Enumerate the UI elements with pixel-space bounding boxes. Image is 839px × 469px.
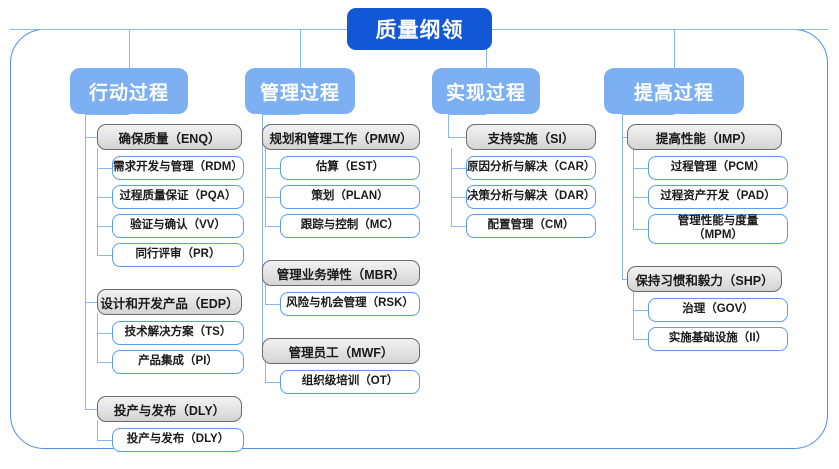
leaf-connector-1-1-1 — [97, 168, 112, 170]
leaf-策划-plan[interactable]: 策划（PLAN） — [280, 185, 420, 209]
leaf-spine-3-1 — [451, 148, 453, 226]
leaf-spine-2-1 — [265, 148, 267, 226]
group-提高性能-imp[interactable]: 提高性能（IMP） — [627, 124, 782, 150]
group-connector-1-3 — [85, 409, 97, 411]
leaf-connector-1-1-4 — [97, 255, 112, 257]
leaf-配置管理-cm[interactable]: 配置管理（CM） — [466, 214, 596, 238]
leaf-connector-3-1-3 — [451, 226, 466, 228]
group-connector-1-1 — [85, 137, 97, 139]
column-drop-1 — [129, 29, 131, 68]
leaf-组织级培训-ot[interactable]: 组织级培训（OT） — [280, 370, 420, 394]
leaf-connector-4-1-1 — [633, 168, 648, 170]
column-header-提高过程[interactable]: 提高过程 — [604, 68, 744, 114]
leaf-connector-2-1-2 — [265, 197, 280, 199]
column-spine-4 — [622, 114, 624, 279]
leaf-投产与发布-dly[interactable]: 投产与发布（DLY） — [112, 428, 244, 452]
group-connector-1-2 — [85, 302, 97, 304]
leaf-风险与机会管理-rsk[interactable]: 风险与机会管理（RSK） — [280, 292, 420, 316]
leaf-过程质量保证-pqa[interactable]: 过程质量保证（PQA） — [112, 185, 244, 209]
root-node-quality-program[interactable]: 质量纲领 — [347, 8, 492, 50]
column-header-行动过程[interactable]: 行动过程 — [70, 68, 188, 114]
group-规划和管理工作-pmw[interactable]: 规划和管理工作（PMW） — [262, 124, 420, 150]
leaf-决策分析与解决-dar[interactable]: 决策分析与解决（DAR） — [466, 185, 596, 209]
leaf-过程资产开发-pad[interactable]: 过程资产开发（PAD） — [648, 185, 788, 209]
group-保持习惯和毅力-shp[interactable]: 保持习惯和毅力（SHP） — [627, 266, 782, 292]
leaf-connector-2-3-1 — [265, 382, 280, 384]
leaf-connector-1-3-1 — [97, 440, 112, 442]
group-设计和开发产品-edp[interactable]: 设计和开发产品（EDP） — [97, 289, 242, 315]
leaf-connector-4-1-3 — [633, 229, 648, 231]
column-spine-2 — [262, 114, 264, 351]
leaf-验证与确认-vv[interactable]: 验证与确认（VV） — [112, 214, 244, 238]
leaf-技术解决方案-ts[interactable]: 技术解决方案（TS） — [112, 321, 244, 345]
leaf-spine-1-1 — [97, 148, 99, 255]
leaf-跟踪与控制-mc[interactable]: 跟踪与控制（MC） — [280, 214, 420, 238]
leaf-spine-2-2 — [265, 284, 267, 304]
leaf-管理性能与度量-mpm[interactable]: 管理性能与度量（MPM） — [648, 214, 788, 244]
leaf-需求开发与管理-rdm[interactable]: 需求开发与管理（RDM） — [112, 156, 244, 180]
leaf-spine-4-1 — [633, 148, 635, 229]
leaf-过程管理-pcm[interactable]: 过程管理（PCM） — [648, 156, 788, 180]
leaf-同行评审-pr[interactable]: 同行评审（PR） — [112, 243, 244, 267]
group-确保质量-enq[interactable]: 确保质量（ENQ） — [97, 124, 242, 150]
leaf-connector-1-2-2 — [97, 362, 112, 364]
leaf-connector-4-2-2 — [633, 339, 648, 341]
leaf-实施基础设施-ii[interactable]: 实施基础设施（II） — [648, 327, 788, 351]
column-header-管理过程[interactable]: 管理过程 — [245, 68, 355, 114]
column-elbow-4 — [622, 114, 674, 116]
group-投产与发布-dly[interactable]: 投产与发布（DLY） — [97, 396, 242, 422]
group-管理员工-mwf[interactable]: 管理员工（MWF） — [262, 338, 420, 364]
group-connector-4-2 — [622, 279, 627, 281]
group-connector-3-1 — [448, 137, 466, 139]
leaf-connector-2-1-3 — [265, 226, 280, 228]
leaf-connector-2-2-1 — [265, 304, 280, 306]
leaf-原因分析与解决-car[interactable]: 原因分析与解决（CAR） — [466, 156, 596, 180]
leaf-spine-2-3 — [265, 362, 267, 382]
column-spine-1 — [85, 114, 87, 409]
leaf-connector-3-1-1 — [451, 168, 466, 170]
leaf-spine-4-2 — [633, 290, 635, 339]
leaf-治理-gov[interactable]: 治理（GOV） — [648, 298, 788, 322]
leaf-connector-3-1-2 — [451, 197, 466, 199]
column-spine-3 — [448, 114, 450, 137]
column-drop-4 — [674, 29, 676, 68]
root-rail-left — [10, 29, 347, 31]
leaf-connector-1-2-1 — [97, 333, 112, 335]
leaf-connector-1-1-2 — [97, 197, 112, 199]
column-header-实现过程[interactable]: 实现过程 — [432, 68, 540, 114]
leaf-产品集成-pi[interactable]: 产品集成（PI） — [112, 350, 244, 374]
leaf-connector-2-1-1 — [265, 168, 280, 170]
column-elbow-1 — [85, 114, 129, 116]
leaf-connector-1-1-3 — [97, 226, 112, 228]
group-支持实施-si[interactable]: 支持实施（SI） — [466, 124, 596, 150]
group-管理业务弹性-mbr[interactable]: 管理业务弹性（MBR） — [262, 260, 420, 286]
group-connector-4-1 — [622, 137, 627, 139]
column-elbow-2 — [262, 114, 300, 116]
leaf-connector-4-1-2 — [633, 197, 648, 199]
column-drop-2 — [300, 29, 302, 68]
leaf-spine-1-2 — [97, 313, 99, 362]
leaf-估算-est[interactable]: 估算（EST） — [280, 156, 420, 180]
column-elbow-3 — [448, 114, 486, 116]
leaf-spine-1-3 — [97, 420, 99, 440]
root-rail-right — [492, 29, 828, 31]
leaf-connector-4-2-1 — [633, 310, 648, 312]
